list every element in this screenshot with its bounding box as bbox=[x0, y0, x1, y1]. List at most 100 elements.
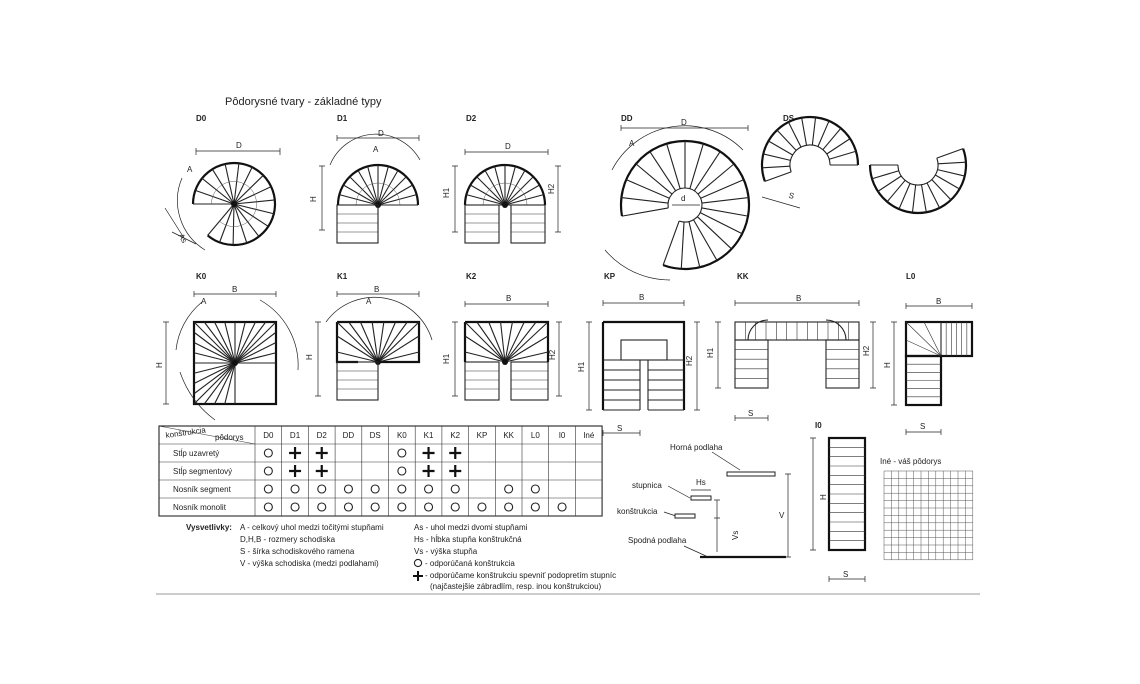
i0-dim-s bbox=[828, 576, 866, 582]
dd-tread-line bbox=[689, 143, 704, 189]
l0-steps bbox=[904, 320, 974, 407]
table-cell-reinforce-icon bbox=[289, 447, 302, 459]
k1-tread-line bbox=[371, 321, 379, 363]
d1-dim-a bbox=[329, 133, 421, 166]
ds-tread-line bbox=[764, 171, 792, 182]
shape-dd: DD D A d bbox=[604, 114, 751, 281]
label-kk: KK bbox=[737, 272, 749, 281]
legend-left-4: V - výška schodiska (medzi podlahami) bbox=[240, 559, 379, 568]
table-cell-recommended-icon bbox=[397, 484, 407, 494]
kp-dim-s bbox=[602, 430, 641, 436]
d2-center-post bbox=[502, 202, 508, 208]
kk-steps bbox=[734, 319, 860, 389]
d2-tread-line bbox=[484, 170, 506, 206]
dd-tread-line bbox=[680, 221, 685, 269]
i0-dim-h-text: H bbox=[819, 494, 828, 500]
custom-plan: Iné - váš pôdorys bbox=[880, 457, 974, 561]
table-column-header: K1 bbox=[424, 431, 434, 440]
label-l0: L0 bbox=[906, 272, 916, 281]
dim-vs-text: Vs bbox=[731, 531, 740, 540]
dd-tread-line bbox=[666, 143, 681, 189]
dd-tread-line bbox=[688, 221, 701, 268]
k0-tread-line bbox=[193, 342, 236, 364]
d2-dim-h1-text: H1 bbox=[442, 187, 451, 198]
table-row-label: Stĺp segmentový bbox=[173, 467, 232, 476]
table-cell-reinforce-icon bbox=[449, 447, 462, 459]
l0-winder-line bbox=[905, 339, 942, 357]
table-cell-recommended-icon bbox=[557, 502, 567, 512]
legend: Vysvetlivky: A - celkový uhol medzi toči… bbox=[186, 523, 616, 591]
l0-winder-line bbox=[923, 321, 942, 357]
k1-tread-line bbox=[377, 321, 397, 363]
d2-dim-h2 bbox=[555, 165, 561, 233]
d1-tread-line bbox=[339, 194, 379, 206]
d1-tread-line bbox=[377, 170, 399, 206]
l0-dim-h bbox=[891, 321, 897, 406]
k0-dim-h bbox=[163, 321, 169, 405]
dd-tread-line bbox=[626, 179, 670, 199]
dd-tread-line bbox=[696, 216, 732, 250]
d0-outer-arc bbox=[191, 161, 277, 247]
k1-tread-line bbox=[336, 335, 379, 363]
ds-snake bbox=[760, 115, 968, 215]
k2-tread-line bbox=[504, 321, 549, 363]
kp-dim-s-text: S bbox=[617, 424, 622, 433]
k2-dim-h2-text: H2 bbox=[548, 349, 557, 360]
d1-tread-line bbox=[377, 166, 389, 206]
k0-tread-line bbox=[234, 331, 277, 364]
k0-tread-line bbox=[193, 362, 236, 374]
dim-v bbox=[785, 473, 791, 558]
dd-tread-line bbox=[662, 220, 680, 266]
dim-hs-text: Hs bbox=[696, 478, 706, 487]
k2-dim-b bbox=[464, 301, 549, 307]
ds-tread-line bbox=[776, 129, 797, 151]
table-cell-recommended-icon bbox=[317, 502, 327, 512]
dim-vs bbox=[714, 499, 720, 552]
custom-plan-grid bbox=[883, 470, 974, 561]
k1-tread-line bbox=[348, 321, 379, 363]
dd-dim-a-text: A bbox=[629, 139, 635, 148]
d0-tread-line bbox=[232, 203, 235, 246]
dd-tread-line bbox=[621, 197, 669, 204]
kp-dim-b bbox=[602, 300, 685, 306]
table-column-header: DD bbox=[343, 431, 355, 440]
k2-dim-h1-text: H1 bbox=[442, 353, 451, 364]
d0-tread-line bbox=[207, 203, 235, 236]
d0-dim-a bbox=[177, 177, 206, 251]
dd-dim-small-d-text: d bbox=[681, 194, 685, 203]
d1-dim-d-text: D bbox=[378, 129, 384, 138]
k2-tread-line bbox=[504, 351, 549, 363]
kp-dim-b-text: B bbox=[639, 293, 644, 302]
k1-dim-b bbox=[336, 291, 420, 297]
d0-center-post bbox=[231, 201, 237, 207]
table-cell-recommended-icon bbox=[343, 484, 354, 494]
kk-dim-h2 bbox=[870, 321, 876, 389]
d2-dim-d-text: D bbox=[505, 142, 511, 151]
dd-tread-line bbox=[699, 212, 743, 235]
table-column-header: Iné bbox=[583, 431, 595, 440]
shape-k2: K2 B H1 H2 bbox=[442, 272, 562, 401]
ds-tread-line bbox=[811, 117, 817, 146]
label-i0: I0 bbox=[815, 421, 822, 430]
label-d2: D2 bbox=[466, 114, 477, 123]
table-cell-recommended-icon bbox=[263, 484, 273, 494]
kp-steps bbox=[603, 359, 684, 411]
ds-tread-line bbox=[822, 127, 842, 151]
d1-guide-arc bbox=[355, 182, 401, 206]
table-cell-recommended-icon bbox=[423, 502, 434, 512]
ds-tread-line bbox=[937, 169, 965, 177]
ds-tread-line bbox=[871, 170, 899, 180]
table-cell-recommended-icon bbox=[477, 502, 487, 512]
dd-tread-line bbox=[621, 207, 669, 217]
d2-tread-line bbox=[494, 166, 506, 206]
shape-kp: KP B H1 H2 S bbox=[577, 272, 700, 436]
legend-right-5: - odporúčame konštrukciu spevniť podopre… bbox=[425, 571, 616, 580]
kk-corner-arc bbox=[825, 319, 847, 341]
legend-right-2: Hs - hĺbka stupňa konštrukčná bbox=[414, 535, 522, 544]
k1-tread-line bbox=[377, 321, 408, 363]
ds-tread-line bbox=[829, 150, 857, 160]
d1-tread-line bbox=[343, 184, 379, 206]
k1-dim-a-text: A bbox=[366, 297, 372, 306]
dd-tread-line bbox=[635, 163, 673, 195]
k1-tread-line bbox=[359, 321, 379, 363]
